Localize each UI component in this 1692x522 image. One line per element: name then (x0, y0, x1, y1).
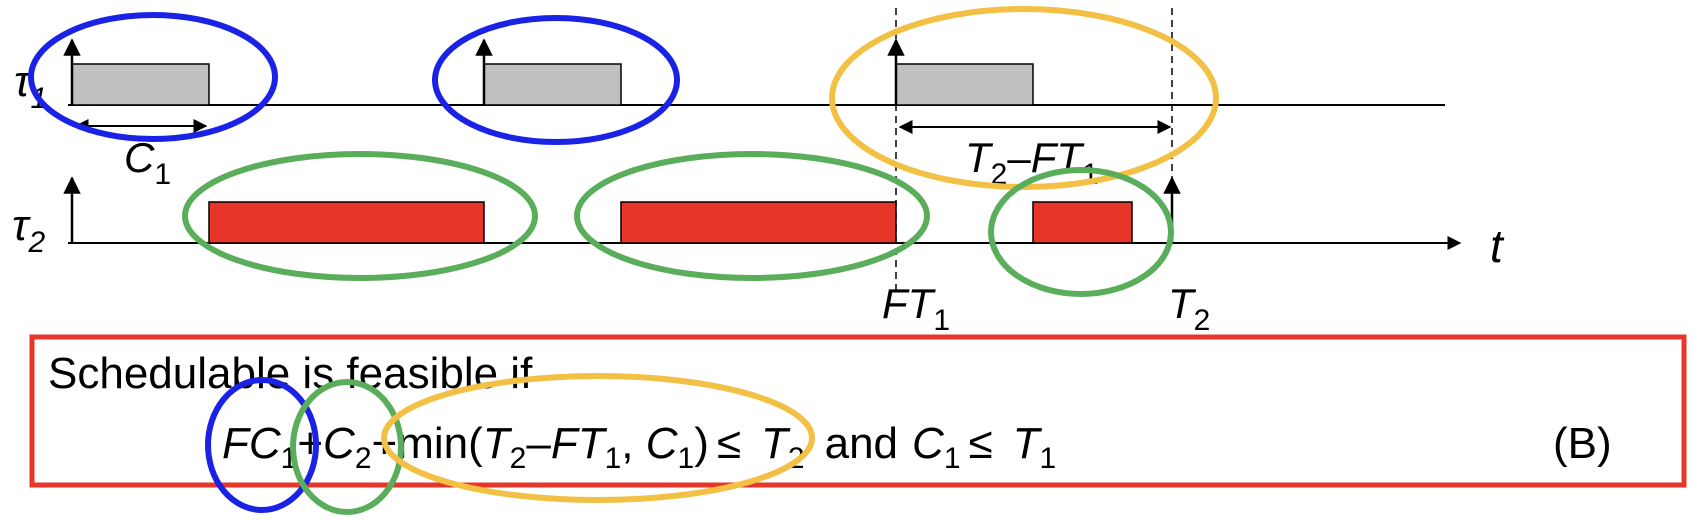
tau1-job-3 (895, 63, 1034, 106)
blue-highlight-ellipse-job2 (432, 15, 680, 145)
t2-label: T2 (1168, 280, 1210, 337)
tau2-label: τ2 (12, 201, 45, 259)
green-highlight-ellipse-1 (182, 151, 538, 281)
c1-label: C1 (124, 134, 171, 191)
orange-highlight-ellipse-min (381, 373, 815, 503)
green-highlight-ellipse-c2 (290, 379, 404, 515)
equation-tag: (B) (1553, 419, 1612, 468)
green-highlight-ellipse-2 (574, 151, 930, 281)
tau2-job-segment-2 (620, 201, 897, 244)
tau1-job-2 (483, 63, 622, 106)
time-axis-label: t (1490, 220, 1505, 272)
ft1-label: FT1 (882, 280, 950, 337)
tau2-job-segment-3 (1032, 201, 1133, 244)
tau2-job-segment-1 (208, 201, 485, 244)
blue-highlight-ellipse-fc1 (205, 377, 319, 513)
condition-frame (29, 334, 1687, 488)
tau1-job-1 (71, 63, 210, 106)
blue-highlight-ellipse-c1 (28, 12, 278, 142)
green-highlight-ellipse-3 (988, 167, 1174, 297)
t2-minus-ft1-label: T2–FT1 (965, 134, 1099, 191)
